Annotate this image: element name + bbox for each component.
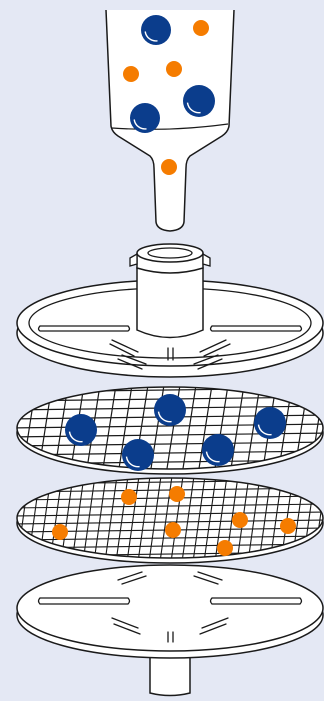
small-particle [123,66,139,82]
filter-housing-outlet [16,564,324,697]
luer-connector-bore [147,247,193,259]
small-particle [280,518,296,534]
syringe-barrel [105,9,235,232]
large-particle-highlight [186,102,201,114]
fine-grid-line [192,478,206,558]
large-particle [183,85,215,117]
small-particle [52,524,68,540]
large-particle-highlight [257,424,272,436]
fine-grid-line [17,535,323,541]
fine-grid-line [82,478,96,558]
large-particle-highlight [133,119,147,130]
fine-membrane-face [16,477,324,559]
fine-grid-line [17,503,323,509]
large-particle-highlight [125,456,140,468]
coarse-grid-line [181,387,197,469]
large-particle-highlight [144,31,158,42]
large-particle [130,103,160,133]
large-particle-highlight [157,411,172,423]
fine-grid-line [17,511,323,517]
large-particle [202,434,234,466]
liquid-level-line [111,123,229,130]
fine-grid-line [17,519,323,525]
fine-grid-line [17,495,323,501]
fine-grid-line [17,478,19,558]
fine-grid-line [269,478,283,558]
luer-connector-flange [129,252,211,267]
filter-housing-inlet [16,243,324,378]
inlet-radial-channels [37,325,303,370]
small-particle [217,540,233,556]
large-particle-highlight [68,431,83,443]
small-particle [165,522,181,538]
large-particle [154,394,186,426]
large-particle [122,439,154,471]
fine-grid-line [181,478,195,558]
small-particle [161,159,177,175]
coarse-grid-line [229,387,245,469]
coarse-grid-line [245,387,261,469]
small-particle [169,486,185,502]
large-particle [141,15,171,45]
fine-grid-line [258,478,272,558]
large-particle-highlight [205,451,220,463]
outlet-radial-channels [37,571,303,643]
small-particle [232,512,248,528]
particles-layer [52,15,296,556]
fine-grid-line [203,478,217,558]
syringe-body [105,9,235,232]
fine-grid-line [247,478,261,558]
small-particle [193,20,209,36]
coarse-grid-line [17,450,323,456]
coarse-grid-line [17,441,323,447]
small-particle [121,489,137,505]
outlet-tube [149,649,191,697]
inlet-tube [136,267,204,339]
coarse-grid-line [197,387,213,469]
coarse-filter-membrane [16,386,324,475]
fine-grid-line [214,478,228,558]
small-particle [166,61,182,77]
outlet-disc-face [16,564,324,652]
large-particle [65,414,97,446]
fine-filter-membrane [16,477,324,564]
large-particle [254,407,286,439]
